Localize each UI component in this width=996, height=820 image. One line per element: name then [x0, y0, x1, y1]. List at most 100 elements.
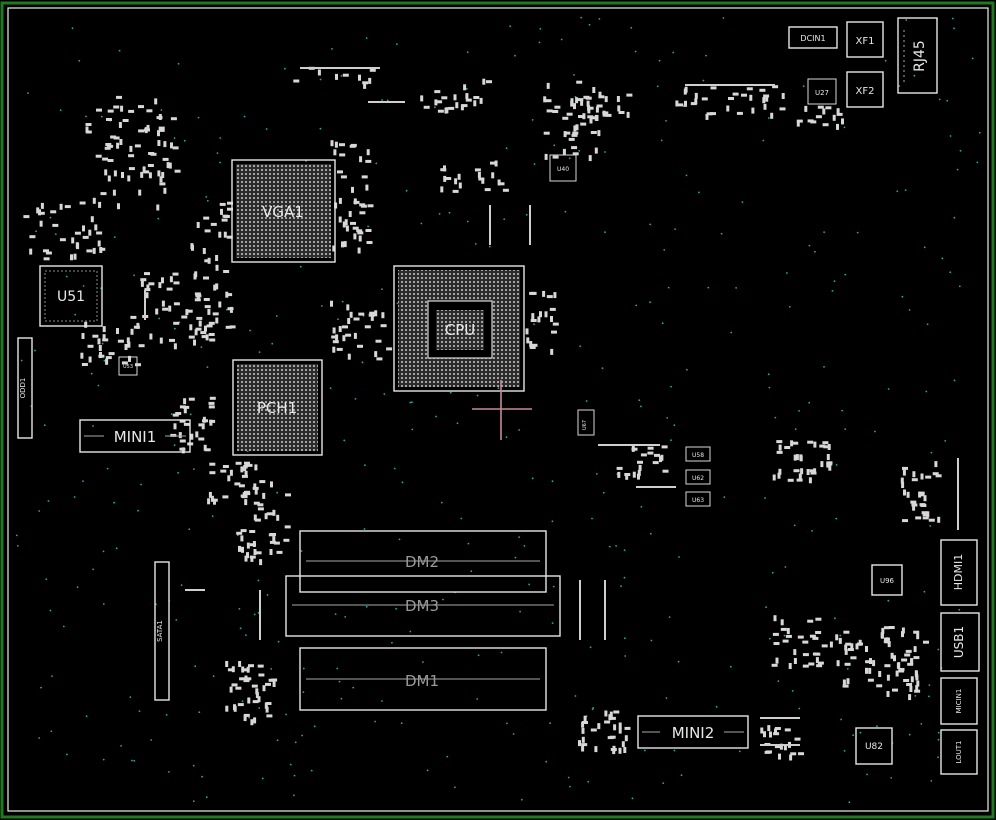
passive-pad: [59, 238, 66, 242]
via-dot: [859, 731, 862, 734]
connector-dcin[interactable]: DCIN1: [788, 26, 838, 49]
chip-u96[interactable]: U96: [871, 564, 903, 596]
mini-slot-mini2[interactable]: MINI2: [637, 715, 749, 749]
via-dot: [686, 368, 688, 371]
passive-components: [23, 66, 959, 761]
passive-pad: [901, 627, 905, 634]
connector-hdmi[interactable]: HDMI1: [940, 539, 978, 606]
via-dot: [768, 386, 771, 389]
via-dot: [844, 273, 847, 276]
passive-pad: [494, 160, 498, 167]
passive-pad: [342, 335, 346, 342]
chip-u82[interactable]: U82: [855, 727, 893, 765]
passive-pad: [543, 131, 550, 135]
passive-pad: [587, 115, 594, 119]
passive-pad: [855, 643, 859, 650]
via-dot: [211, 515, 214, 517]
passive-pad: [23, 215, 30, 219]
cpu-socket[interactable]: CPU: [393, 265, 525, 392]
passive-pad: [196, 222, 200, 228]
passive-pad: [85, 126, 89, 133]
vga-chip[interactable]: VGA1: [231, 159, 336, 263]
passive-pad: [800, 468, 804, 475]
passive-pad: [836, 123, 839, 130]
passive-pad: [110, 135, 117, 139]
via-dot: [620, 585, 622, 587]
dimm-slot-dm3[interactable]: DM3: [285, 575, 561, 637]
transformer-xf1[interactable]: XF1: [846, 21, 884, 58]
via-dot: [808, 401, 811, 404]
usb-label: USB1: [952, 626, 966, 658]
u63-label: U63: [692, 497, 704, 504]
passive-pad: [774, 727, 781, 730]
chip-u27[interactable]: U27: [807, 78, 837, 105]
passive-pad: [293, 79, 300, 83]
chip-u58[interactable]: U58: [685, 446, 711, 462]
passive-pad: [342, 73, 349, 77]
passive-pad: [159, 176, 163, 183]
chip-u53[interactable]: U53: [118, 356, 138, 376]
via-dot: [551, 480, 554, 483]
passive-pad: [796, 478, 803, 482]
via-dot: [488, 245, 491, 248]
passive-pad: [119, 139, 123, 145]
passive-pad: [210, 222, 217, 226]
passive-pad: [807, 619, 814, 623]
via-dot: [624, 655, 627, 657]
passive-pad: [243, 679, 250, 683]
via-dot: [953, 216, 956, 219]
connector-lout[interactable]: LOUT1: [940, 729, 978, 775]
passive-pad: [613, 710, 620, 714]
via-dot: [585, 400, 588, 402]
via-dot: [219, 137, 222, 139]
transformer-xf2[interactable]: XF2: [846, 71, 884, 108]
via-dot: [466, 220, 469, 223]
passive-pad: [120, 105, 124, 112]
passive-pad: [773, 615, 777, 622]
via-dot: [65, 275, 68, 278]
connector-rj45[interactable]: RJ45: [897, 17, 938, 94]
via-dot: [216, 152, 219, 155]
connector-micin[interactable]: MICIN1: [940, 677, 978, 725]
passive-pad: [821, 644, 828, 648]
via-dot: [951, 17, 954, 20]
via-dot: [674, 228, 676, 231]
passive-pad: [173, 321, 180, 325]
via-dot: [953, 27, 955, 30]
chip-u63[interactable]: U63: [685, 491, 711, 507]
passive-pad: [359, 211, 366, 215]
connector-odd[interactable]: ODD1: [17, 337, 33, 439]
dimm-slot-dm1[interactable]: DM1: [299, 647, 547, 711]
chip-u62[interactable]: U62: [685, 469, 711, 485]
via-dot: [92, 425, 94, 427]
via-dot: [411, 401, 413, 404]
chip-u51[interactable]: U51: [39, 265, 103, 327]
passive-pad: [594, 147, 598, 154]
passive-pad: [258, 673, 265, 677]
passive-pad: [498, 182, 505, 186]
mini-slot-mini1[interactable]: MINI1: [79, 419, 191, 453]
chip-u40[interactable]: U40: [549, 154, 577, 182]
passive-pad: [206, 324, 213, 328]
passive-pad: [265, 682, 271, 686]
passive-pad: [244, 470, 248, 477]
passive-pad: [647, 451, 654, 455]
connector-sata[interactable]: SATA1: [154, 561, 170, 701]
pch-chip[interactable]: PCH1: [232, 359, 323, 456]
passive-pad: [812, 636, 819, 640]
via-dot: [129, 696, 132, 698]
chip-u67[interactable]: U67: [577, 409, 595, 436]
connector-usb[interactable]: USB1: [940, 612, 980, 672]
passive-pad: [204, 325, 207, 332]
passive-pad: [589, 117, 593, 124]
passive-pad: [808, 477, 812, 484]
passive-pad: [244, 675, 248, 682]
via-dot: [665, 120, 667, 122]
dimm-slot-dm2[interactable]: DM2: [299, 530, 547, 593]
passive-pad: [43, 257, 50, 261]
passive-pad: [777, 472, 781, 479]
via-dot: [833, 280, 836, 283]
passive-pad: [116, 95, 122, 99]
passive-pad: [341, 241, 344, 248]
via-dot: [666, 417, 669, 419]
